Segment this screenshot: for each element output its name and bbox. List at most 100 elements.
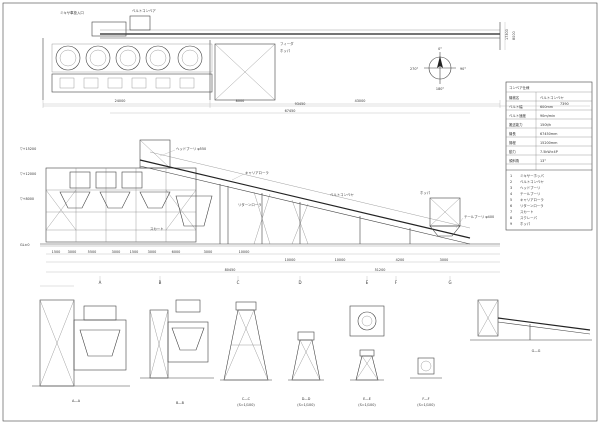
compass-270: 270° (410, 67, 418, 71)
spec-item-no: 6 (510, 204, 512, 208)
spec-item-name: キャリアローラ (520, 197, 544, 202)
spec-item-no: 8 (510, 216, 512, 220)
plan-dim-5: 8000 (512, 31, 516, 40)
section-mark: A (99, 280, 102, 285)
section-label-b: B―B (176, 401, 185, 405)
spec-item-no: 4 (510, 192, 512, 196)
callout-head-pulley: ヘッドプーリ φ550 (176, 146, 206, 151)
bottom-dim: 10000 (335, 258, 346, 262)
spec-row-label: 機長 (509, 131, 516, 136)
callout-conveyor: ベルトコンベヤ (330, 193, 354, 197)
callout-return: リターンローラ (238, 202, 262, 207)
elevation-view: 93450 7390 67450 (20, 102, 590, 273)
spec-item-name: ヘッドプーリ (520, 185, 540, 190)
plan-label-1: ミキサ車投入口 (60, 10, 84, 15)
bottom-dim: 10000 (285, 258, 296, 262)
section-e-e: E―E (S=1/100) (350, 349, 384, 407)
section-d-d: D―D (S=1/100) (288, 331, 324, 407)
section-label-c: C―C (242, 397, 251, 401)
callout-tail-pulley: テールプーリ φ400 (464, 214, 494, 219)
spec-row-value: 7.5kW×4P (540, 150, 558, 154)
compass-rose: 0° 90° 180° 270° (410, 47, 466, 91)
section-b-b: B―B (140, 299, 214, 405)
bottom-dim: 3000 (68, 250, 77, 254)
spec-row-label: ベルト幅 (509, 104, 523, 109)
compass-0: 0° (438, 47, 442, 51)
spec-item-name: スカート (520, 209, 534, 214)
spec-item-no: 5 (510, 198, 512, 202)
spec-item-name: ミキサーホッパ (520, 173, 544, 178)
compass-90: 90° (460, 67, 466, 71)
spec-item-no: 2 (510, 180, 512, 184)
spec-row-label: 搬送能力 (509, 122, 523, 127)
plan-view: 24000 8000 43000 ミキサ車投入口 ベルトコンベア フィーダ ホッ… (42, 8, 516, 108)
elev-dim-right: 7390 (560, 102, 569, 106)
plan-dim-2: 8000 (236, 99, 245, 103)
section-label-a: A―A (72, 399, 81, 403)
callout-carrier: キャリアローラ (245, 170, 269, 175)
section-label-g: G―G (532, 349, 541, 353)
plan-label-3: フィーダ (280, 41, 294, 46)
spec-row-value: 600mm (540, 105, 554, 109)
section-mark: B (159, 280, 162, 285)
plan-dim-4: 17300 (505, 29, 509, 40)
plan-label-2: ベルトコンベア (132, 8, 156, 13)
spec-item-no: 1 (510, 174, 512, 178)
spec-row-value: 67450mm (540, 132, 558, 136)
plan-dim-3: 43000 (355, 99, 366, 103)
spec-row-label: 傾斜角 (509, 158, 519, 163)
section-g-g: G―G (470, 299, 592, 353)
spec-row-value: 15200mm (540, 141, 558, 145)
bottom-dim: 4200 (396, 258, 405, 262)
section-views: A―A B―B C―C (S=1/100) (32, 285, 592, 407)
section-scale-c: (S=1/100) (237, 403, 255, 407)
section-mark: C (237, 280, 240, 285)
section-mark: E (366, 280, 369, 285)
plan-label-4: ホッパ (280, 48, 291, 53)
spec-table: コンベア仕様 機械名ベルトコンベヤ ベルト幅 600mm ベルト速度 90m/min 搬送… (505, 81, 593, 231)
bottom-dim: 5500 (88, 250, 97, 254)
bottom-dim: 3000 (112, 250, 121, 254)
spec-row-label: 動力 (509, 149, 516, 154)
spec-row-value: 13° (540, 159, 546, 163)
bottom-dim: 10000 (239, 250, 250, 254)
callout-skirt: スカート (150, 226, 164, 231)
plan-dim-1: 24000 (115, 99, 126, 103)
section-mark: D (298, 280, 301, 285)
spec-item-name: ベルトコンベヤ (520, 180, 544, 184)
level-15200: ▽+15200 (20, 147, 36, 151)
callout-hopper: ホッパ (420, 190, 431, 195)
section-label-d: D―D (302, 397, 311, 401)
section-scale-f: (S=1/100) (417, 403, 435, 407)
section-label-e: E―E (363, 397, 371, 401)
level-8000: ▽+8000 (20, 197, 34, 201)
spec-table-title: コンベア仕様 (509, 85, 530, 90)
spec-row-label: 機械名 (509, 95, 519, 100)
section-mark: F (395, 280, 398, 285)
section-scale-d: (S=1/100) (297, 403, 315, 407)
spec-row-value: 150t/h (540, 123, 551, 127)
spec-item-no: 9 (510, 222, 512, 226)
bottom-dim: 3000 (440, 258, 449, 262)
section-label-f: F―F (422, 397, 429, 401)
spec-row-label: ベルト速度 (509, 113, 527, 118)
elev-dim-overall: 93450 (295, 102, 306, 106)
section-a-a: A―A (32, 285, 130, 403)
bottom-dim: 3000 (204, 250, 213, 254)
spec-row-value: 90m/min (540, 114, 555, 118)
section-scale-e: (S=1/100) (358, 403, 376, 407)
level-12000: ▽+12000 (20, 172, 36, 176)
level-gl: GL±0 (20, 243, 30, 247)
bottom-dim: 3000 (148, 250, 157, 254)
bottom-dim: 1500 (130, 250, 139, 254)
spec-item-name: スクレーパ (520, 215, 538, 220)
elev-dim-length: 67450 (285, 109, 296, 113)
spec-item-name: テールプーリ (520, 191, 540, 196)
compass-180: 180° (436, 87, 444, 91)
spec-item-name: ホッパ (520, 221, 531, 226)
section-f-f: F―F (S=1/100) (410, 357, 442, 407)
bottom-dim: 1500 (52, 250, 61, 254)
